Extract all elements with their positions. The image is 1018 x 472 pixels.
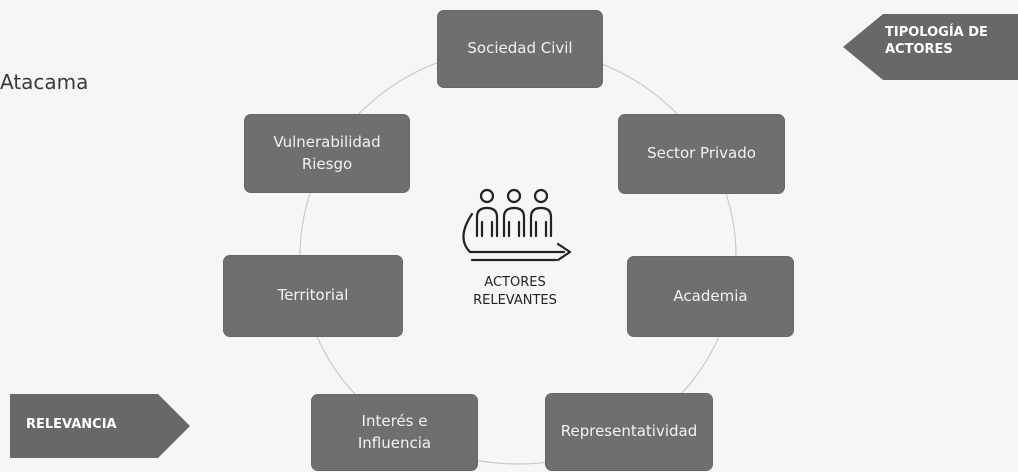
node-vulnerabilidad-riesgo: Vulnerabilidad Riesgo (245, 115, 409, 192)
node-academia: Academia (628, 257, 793, 336)
node-sociedad-civil: Sociedad Civil (438, 11, 602, 87)
tipologia-tag-label: TIPOLOGÍA DE ACTORES (885, 25, 988, 57)
tipologia-tag-shape (843, 14, 1018, 80)
relevancia-tag-label: RELEVANCIA (26, 417, 117, 432)
relevancia-tag-shape (10, 394, 190, 458)
node-territorial: Territorial (224, 256, 402, 336)
location-caption: Atacama (0, 70, 89, 94)
people-group-icon (462, 188, 572, 262)
node-representatividad: Representatividad (546, 394, 712, 470)
node-sector-privado: Sector Privado (619, 115, 784, 193)
node-interes-influencia: Interés e Influencia (312, 395, 477, 470)
center-label: ACTORES RELEVANTES (473, 275, 557, 308)
